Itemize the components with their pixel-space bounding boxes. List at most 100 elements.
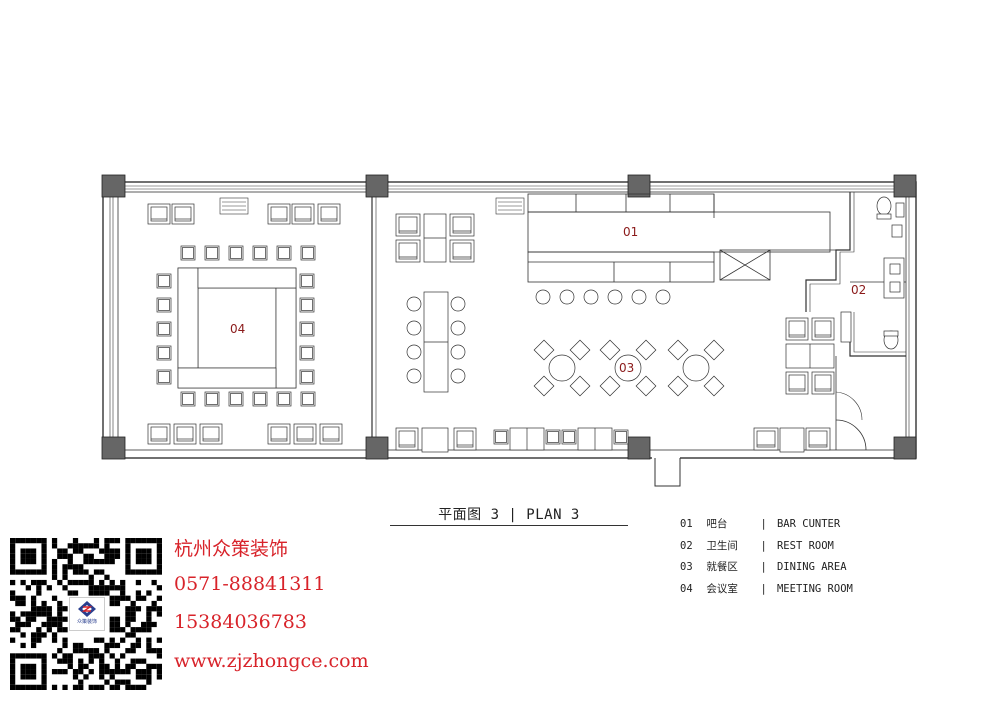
stool	[406, 368, 422, 384]
armchair	[453, 427, 477, 451]
table	[779, 427, 805, 453]
chair	[635, 375, 657, 397]
floor-plan: 01 02 03 04	[101, 174, 917, 487]
column	[893, 174, 917, 198]
bar-stool	[607, 289, 623, 305]
legend-separator: |	[760, 582, 767, 595]
armchair	[785, 371, 809, 395]
bar-stool	[535, 289, 551, 305]
legend-row: 01 吧台 | BAR CUNTER	[680, 516, 853, 538]
legend-zh: 卫生间	[706, 539, 738, 552]
chair	[667, 375, 689, 397]
armchair	[199, 423, 223, 445]
bar-stool	[631, 289, 647, 305]
armchair	[267, 203, 291, 225]
legend-zh: 就餐区	[706, 561, 738, 573]
legend-num: 01	[680, 518, 693, 530]
legend-row: 04 会议室 | MEETING ROOM	[680, 581, 853, 603]
chair	[533, 339, 555, 361]
legend-separator: |	[760, 561, 767, 573]
legend-en: DINING AREA	[776, 561, 847, 573]
armchair	[147, 203, 171, 225]
room-label-04: 04	[230, 322, 245, 336]
legend-en: MEETING ROOM	[776, 582, 853, 595]
chair	[703, 375, 725, 397]
bar-stool	[583, 289, 599, 305]
stool	[406, 344, 422, 360]
armchair	[319, 423, 343, 445]
stool	[406, 320, 422, 336]
armchair	[267, 423, 291, 445]
bar-stool	[655, 289, 671, 305]
armchair	[395, 213, 421, 237]
round-table	[548, 354, 576, 382]
armchair	[171, 203, 195, 225]
stool	[450, 368, 466, 384]
round-table	[614, 354, 642, 382]
qr-code[interactable]	[10, 538, 162, 690]
chair	[635, 339, 657, 361]
armchair	[449, 213, 475, 237]
ac-vent	[219, 197, 249, 215]
outer-wall	[102, 181, 917, 459]
company-logo: 众策装饰	[69, 597, 105, 631]
armchair	[449, 239, 475, 263]
armchair	[173, 423, 197, 445]
column	[101, 174, 126, 198]
legend-separator: |	[760, 518, 767, 530]
legend-row: 02 卫生间 | REST ROOM	[680, 538, 853, 560]
armchair	[811, 371, 835, 395]
column	[101, 436, 126, 460]
stool	[450, 320, 466, 336]
armchair	[805, 427, 831, 451]
column	[365, 174, 389, 198]
room-label-01: 01	[623, 225, 638, 239]
armchair	[753, 427, 779, 451]
column	[627, 436, 651, 460]
armchair	[317, 203, 341, 225]
company-mobile[interactable]: 15384036783	[174, 611, 307, 633]
chair	[569, 339, 591, 361]
chair	[599, 375, 621, 397]
legend-row: 03 就餐区 | DINING AREA	[680, 559, 853, 581]
company-phone[interactable]: 0571-88841311	[174, 572, 326, 595]
legend-separator: |	[760, 539, 767, 552]
bar-counter	[527, 211, 831, 253]
room-legend: 01 吧台 | BAR CUNTER 02 卫生间 | REST ROOM 03…	[680, 516, 853, 602]
plan-caption: 平面图 3 | PLAN 3	[438, 507, 580, 523]
logo-text: 众策装饰	[76, 619, 97, 625]
logo-mark-icon	[78, 601, 96, 617]
armchair	[395, 427, 419, 451]
toilet	[876, 196, 892, 216]
armchair	[785, 317, 809, 341]
chair	[599, 339, 621, 361]
chair	[703, 339, 725, 361]
legend-num: 02	[680, 539, 693, 552]
legend-en: BAR CUNTER	[776, 518, 841, 530]
legend-zh: 会议室	[706, 582, 738, 595]
stool	[450, 344, 466, 360]
armchair	[395, 239, 421, 263]
bar-stool	[559, 289, 575, 305]
table	[421, 427, 449, 453]
round-table	[682, 354, 710, 382]
bar-counter-front	[527, 251, 715, 283]
caption-underline	[390, 525, 628, 526]
armchair	[147, 423, 171, 445]
storage-box	[719, 249, 771, 281]
legend-en: REST ROOM	[776, 539, 834, 552]
room-label-03: 03	[619, 361, 634, 375]
chair	[569, 375, 591, 397]
stool	[406, 296, 422, 312]
stool	[450, 296, 466, 312]
armchair	[291, 203, 315, 225]
column	[365, 436, 389, 460]
column	[893, 436, 917, 460]
armchair	[293, 423, 317, 445]
legend-num: 03	[680, 561, 693, 573]
chair	[667, 339, 689, 361]
column	[627, 174, 651, 198]
company-website-link[interactable]: www.zjzhongce.com	[174, 649, 369, 672]
company-name: 杭州众策装饰	[174, 538, 289, 560]
ac-vent	[495, 197, 525, 215]
